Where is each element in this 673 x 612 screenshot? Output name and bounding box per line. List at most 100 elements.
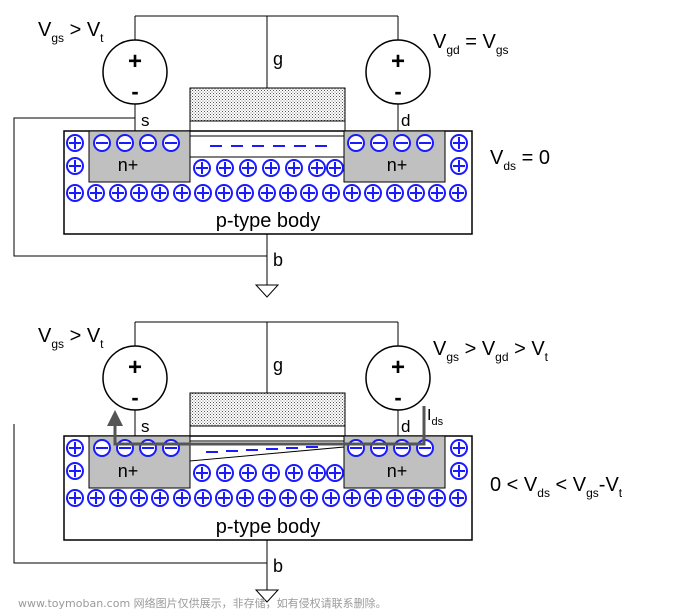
top-wires [13, 15, 399, 298]
hole-icon [322, 489, 340, 507]
hole-icon [308, 159, 326, 177]
bottom-vgd-condition: Vgs > Vgd > Vt [433, 338, 549, 364]
bottom-body-terminal-label: b [273, 556, 283, 576]
hole-icon [130, 184, 148, 202]
svg-text:-: - [394, 79, 401, 104]
electron-icon [370, 134, 388, 152]
top-n-source-label: n+ [118, 155, 139, 175]
electron-icon [162, 134, 180, 152]
top-vgs-condition: Vgs > Vt [38, 19, 104, 45]
hole-icon [109, 489, 127, 507]
top-mosfet: + - + - s d g b n+ n+ p-type body Vgs [13, 15, 550, 298]
hole-icon [386, 184, 404, 202]
svg-text:+: + [128, 48, 142, 75]
bottom-vds-condition: 0 < Vds < Vgs-Vt [490, 474, 623, 500]
hole-icon [236, 489, 254, 507]
electron-icon [162, 439, 180, 457]
top-gate-label: g [273, 49, 283, 69]
hole-icon [239, 159, 257, 177]
svg-text:-: - [131, 79, 138, 104]
electron-icon [93, 134, 111, 152]
hole-icon [66, 134, 84, 152]
bottom-gate-electrode [189, 392, 346, 427]
hole-icon [285, 464, 303, 482]
hole-icon [450, 157, 468, 175]
electron-icon [347, 134, 365, 152]
electron-icon [93, 439, 111, 457]
electron-icon [393, 134, 411, 152]
electron-icon [116, 134, 134, 152]
hole-icon [66, 489, 84, 507]
top-source-label: s [141, 111, 150, 130]
hole-icon [194, 489, 212, 507]
bottom-vgs-condition: Vgs > Vt [38, 325, 104, 351]
top-vgd-condition: Vgd = Vgs [433, 31, 509, 57]
svg-text:-: - [131, 385, 138, 410]
hole-icon [258, 489, 276, 507]
bottom-source-label: s [141, 417, 150, 436]
hole-icon [285, 159, 303, 177]
hole-icon [450, 134, 468, 152]
hole-icon [386, 489, 404, 507]
hole-icon [279, 184, 297, 202]
hole-icon [151, 184, 169, 202]
hole-icon [66, 462, 84, 480]
hole-icon [173, 184, 191, 202]
hole-icon [262, 464, 280, 482]
hole-icon [407, 184, 425, 202]
hole-icon [450, 439, 468, 457]
hole-icon [322, 184, 340, 202]
hole-icon [193, 159, 211, 177]
svg-text:-: - [394, 385, 401, 410]
electron-icon [139, 439, 157, 457]
hole-icon [449, 489, 467, 507]
hole-icon [194, 184, 212, 202]
bottom-gate-oxide [189, 425, 346, 437]
hole-icon [450, 462, 468, 480]
top-n-drain-label: n+ [387, 155, 408, 175]
svg-text:+: + [391, 48, 405, 75]
hole-icon [87, 184, 105, 202]
drain-current-arrow [107, 406, 426, 446]
hole-icon [364, 184, 382, 202]
hole-icon [216, 159, 234, 177]
electron-icon [393, 439, 411, 457]
hole-icon [364, 489, 382, 507]
bottom-channel-electrons [206, 446, 318, 453]
hole-icon [66, 184, 84, 202]
hole-icon [428, 489, 446, 507]
bottom-body-label: p-type body [216, 516, 321, 538]
hole-icon [173, 489, 191, 507]
watermark-text: www.toymoban.com 网络图片仅供展示，非存储，如有侵权请联系删除。 [18, 597, 387, 610]
top-source-vgd: + - [365, 39, 431, 105]
bottom-mosfet: + - + - s d g b n+ n+ p-typ [13, 321, 623, 603]
hole-icon [151, 489, 169, 507]
bottom-n-source-label: n+ [118, 461, 139, 481]
hole-icon [239, 464, 257, 482]
bottom-drain-label: d [401, 417, 410, 436]
hole-icon [215, 184, 233, 202]
ids-label: Ids [427, 407, 444, 428]
hole-icon [308, 464, 326, 482]
hole-icon [428, 184, 446, 202]
svg-text:+: + [128, 354, 142, 381]
bottom-source-vgs: + - [102, 345, 168, 411]
bottom-gate-label: g [273, 355, 283, 375]
top-gate-oxide [189, 120, 346, 132]
hole-icon [326, 159, 344, 177]
electron-icon [116, 439, 134, 457]
top-source-vgs: + - [102, 39, 168, 105]
hole-icon [449, 184, 467, 202]
bottom-tapered-channel [189, 440, 345, 462]
hole-icon [407, 489, 425, 507]
electron-icon [370, 439, 388, 457]
top-drain-label: d [401, 111, 410, 130]
top-body-terminal-label: b [273, 250, 283, 270]
electron-icon [416, 134, 434, 152]
hole-icon [236, 184, 254, 202]
hole-icon [343, 489, 361, 507]
hole-icon [300, 489, 318, 507]
electron-icon [139, 134, 157, 152]
hole-icon [130, 489, 148, 507]
